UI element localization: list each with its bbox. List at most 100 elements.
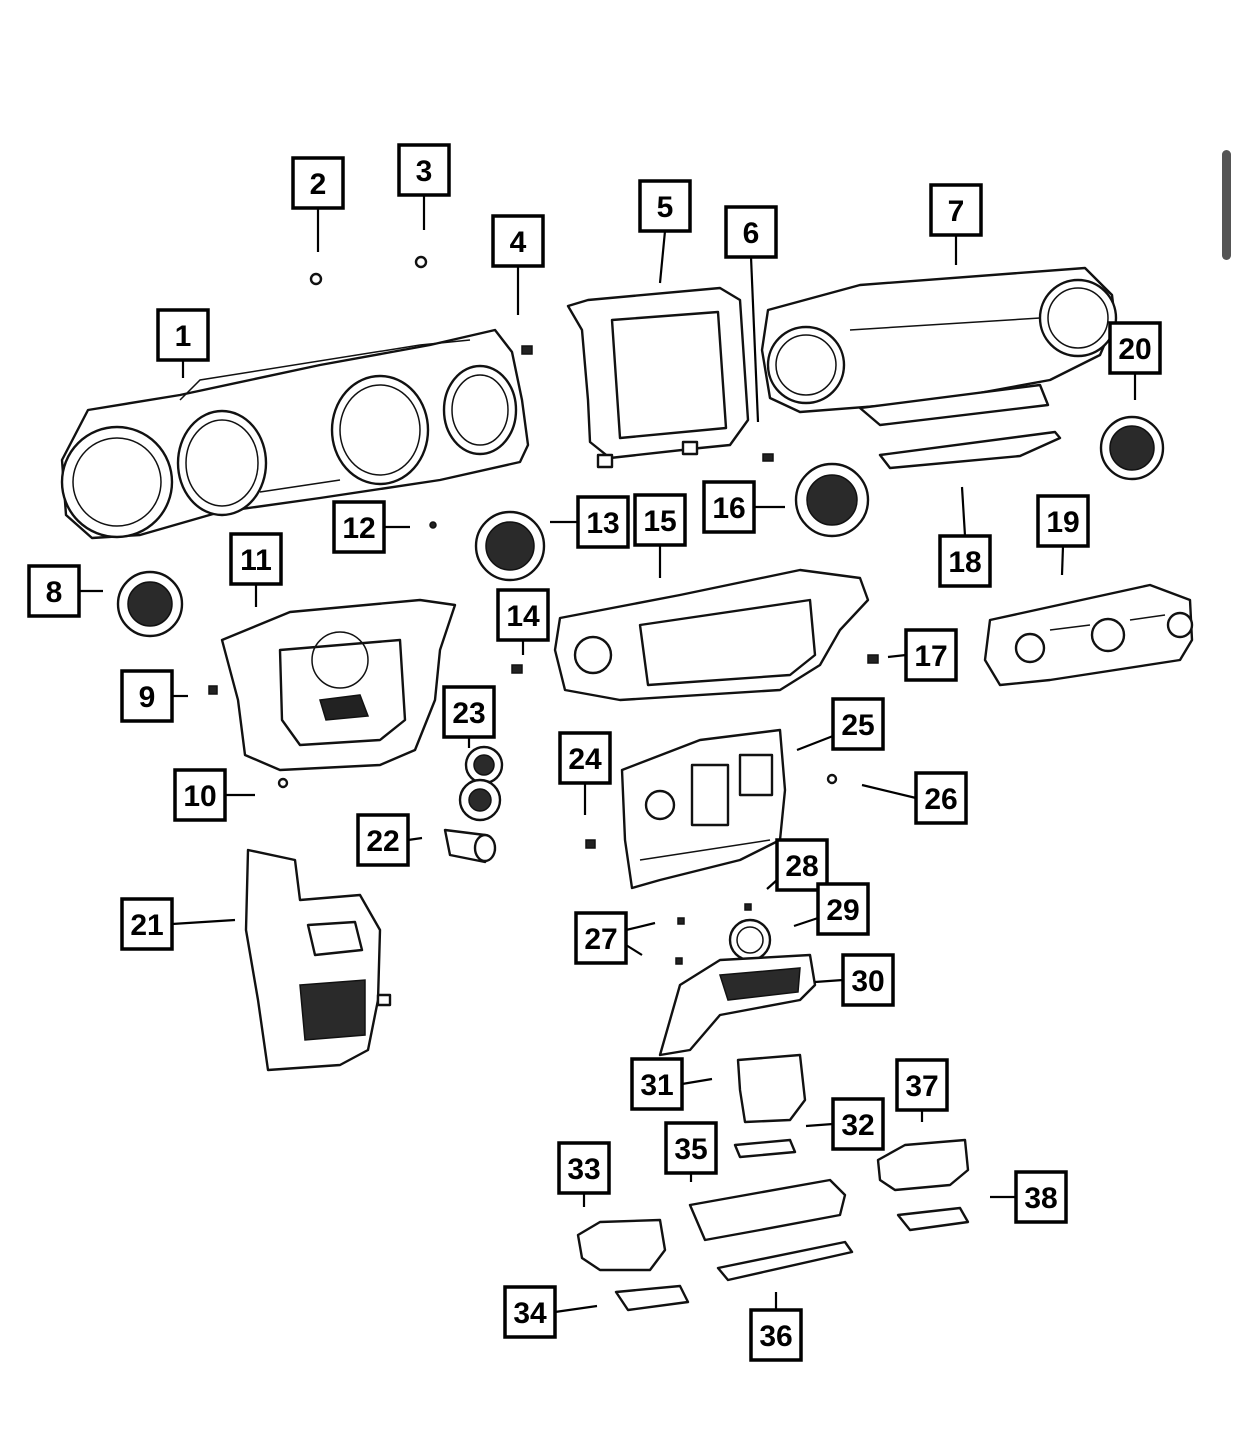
part-23-usb-port [458,745,504,822]
leader-lines [79,195,1137,1314]
callout-18: 18 [938,534,992,588]
part-15-center-bezel [553,568,870,702]
part-26-screw [826,773,838,785]
part-31-bracket [736,1053,807,1124]
callout-number: 23 [452,697,485,730]
part-3-screw [414,255,428,269]
callout-21: 21 [120,897,174,951]
part-21-console-panel [244,848,392,1072]
part-18-trim-strip [878,430,1062,470]
callout-number: 19 [1046,506,1079,539]
callout-number: 14 [506,600,540,633]
callout-box [27,564,81,618]
part-13-air-vent [474,510,546,582]
callout-17: 17 [904,628,958,682]
part-6-clip [762,453,774,462]
callout-number: 22 [366,825,399,858]
callout-box [356,813,410,867]
scrollbar-thumb[interactable] [1222,150,1231,260]
callout-box [156,308,210,362]
part-14-clip [511,664,523,674]
part-27-clip [675,917,685,965]
callout-box [173,768,227,822]
callout-number: 10 [183,780,216,813]
callout-box [633,493,687,547]
callout-13: 13 [576,495,630,549]
callout-box [630,1057,684,1111]
callout-25: 25 [831,697,885,751]
callout-22: 22 [356,813,410,867]
callout-number: 1 [175,320,192,353]
callout-26: 26 [914,771,968,825]
part-7-passenger-panel [760,266,1118,427]
part-30-shifter-bezel [658,953,817,1057]
part-16-air-vent [794,462,870,538]
part-32-tray-mat [733,1138,797,1159]
callout-box [664,1121,718,1175]
callout-28: 28 [775,838,829,892]
callout-number: 30 [851,965,884,998]
callout-7: 7 [929,183,983,237]
callout-box [914,771,968,825]
callout-number: 9 [139,681,156,714]
part-8-air-vent [116,570,184,638]
callout-number: 35 [674,1133,707,1166]
callout-11: 11 [229,532,283,586]
callout-box [557,1141,611,1195]
callout-box [749,1308,803,1362]
callout-3: 3 [397,143,451,197]
callout-number: 6 [743,217,760,250]
part-5-radio-bezel [566,286,750,469]
callout-box [332,500,386,554]
callout-15: 15 [633,493,687,547]
part-24-clip [585,839,596,849]
callout-box [442,685,496,739]
callout-2: 2 [291,156,345,210]
part-1-cluster-bezel [60,328,530,540]
callout-number: 34 [513,1297,547,1330]
part-22-power-outlet [443,828,497,864]
callout-box [291,156,345,210]
callout-19: 19 [1036,494,1090,548]
callout-number: 8 [46,576,63,609]
part-2-screw [309,272,323,286]
callout-27: 27 [574,911,628,965]
callout-number: 31 [640,1069,673,1102]
part-38-mat [896,1206,970,1232]
callout-number: 25 [841,709,874,742]
callout-5: 5 [638,179,692,233]
callout-29: 29 [816,882,870,936]
callout-number: 38 [1024,1182,1057,1215]
callout-number: 12 [342,512,375,545]
callout-number: 2 [310,168,327,201]
callout-number: 13 [586,507,619,540]
callout-14: 14 [496,588,550,642]
part-28-clip [744,903,752,911]
part-9-clip [208,685,218,695]
callout-32: 32 [831,1097,885,1151]
part-25-center-stack [620,728,787,890]
callout-number: 26 [924,783,957,816]
callout-4: 4 [491,214,545,268]
callout-number: 5 [657,191,674,224]
callout-number: 17 [914,640,947,673]
callout-box [929,183,983,237]
callout-box [229,532,283,586]
callout-number: 21 [130,909,163,942]
callout-box [638,179,692,233]
part-11-column-bezel [220,598,457,772]
callout-35: 35 [664,1121,718,1175]
callout-number: 16 [712,492,745,525]
callout-box [576,495,630,549]
callout-box [841,953,895,1007]
callout-box [574,911,628,965]
callout-number: 11 [240,544,272,577]
callout-34: 34 [503,1285,557,1339]
callout-36: 36 [749,1308,803,1362]
callout-box [491,214,545,268]
callout-box [120,897,174,951]
callout-38: 38 [1014,1170,1068,1224]
part-20-air-vent [1099,415,1165,481]
